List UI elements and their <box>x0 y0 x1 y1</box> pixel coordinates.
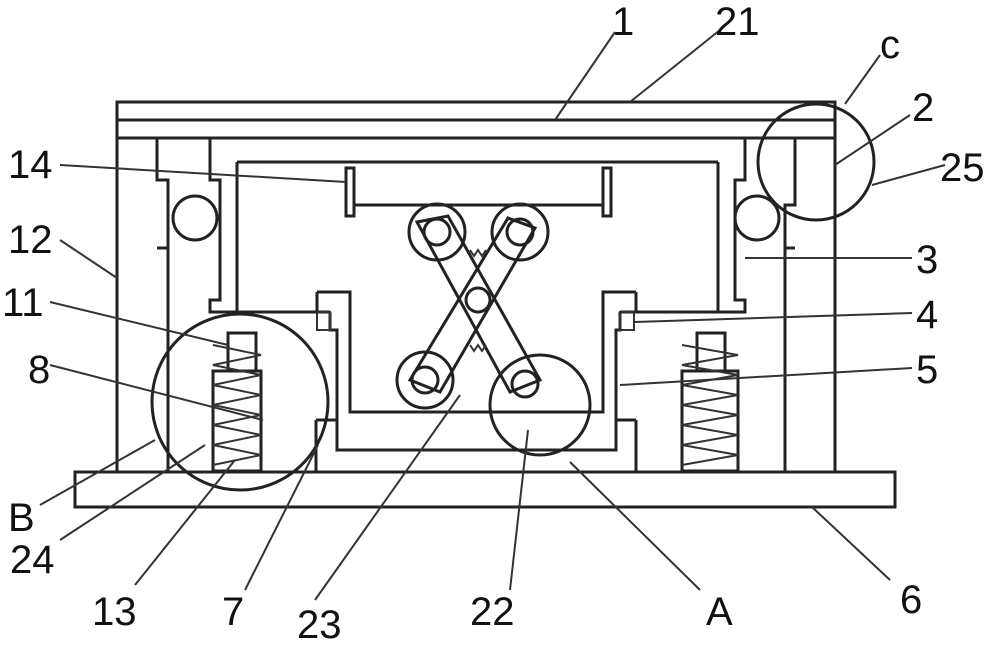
inner-box <box>235 160 720 314</box>
label-A: A <box>706 590 733 634</box>
label-13: 13 <box>92 590 137 634</box>
label-24: 24 <box>10 538 55 582</box>
label-23: 23 <box>297 603 342 647</box>
right-guide <box>620 138 747 314</box>
label-B: B <box>8 496 35 540</box>
right-roller <box>733 194 781 242</box>
label-2: 2 <box>912 86 935 130</box>
base-plate <box>73 470 897 509</box>
label-3: 3 <box>916 238 939 282</box>
scissor-linkage <box>395 202 592 457</box>
label-6: 6 <box>900 578 923 622</box>
label-21: 21 <box>715 0 760 44</box>
label-8: 8 <box>28 348 51 392</box>
label-c: c <box>880 23 900 67</box>
right-spring <box>680 331 740 473</box>
detail-circle-c <box>756 102 876 222</box>
leader-lines <box>39 29 946 601</box>
label-1: 1 <box>612 0 635 44</box>
label-14: 14 <box>8 143 53 187</box>
left-roller <box>171 194 219 242</box>
upper-bar <box>344 166 613 218</box>
left-guide <box>157 138 330 314</box>
label-25: 25 <box>940 146 985 190</box>
label-7: 7 <box>222 590 245 634</box>
label-11: 11 <box>2 281 44 325</box>
left-spring <box>211 331 263 473</box>
top-plate <box>115 100 837 140</box>
label-22: 22 <box>470 590 515 634</box>
detail-circle-b <box>150 312 330 492</box>
label-12: 12 <box>8 218 53 262</box>
label-4: 4 <box>916 293 939 337</box>
label-5: 5 <box>916 348 939 392</box>
